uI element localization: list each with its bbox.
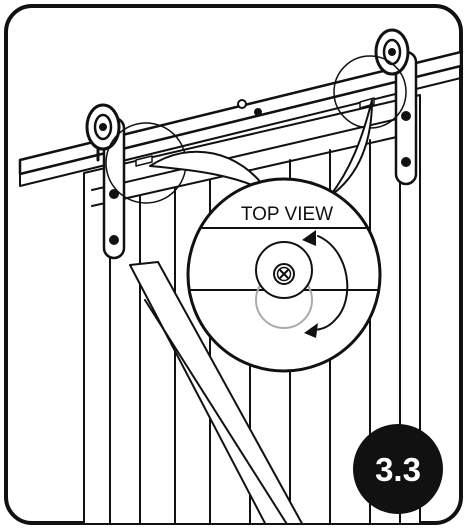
top-view-title: TOP VIEW <box>241 204 333 225</box>
step-badge-label: 3.3 <box>375 451 421 488</box>
adjustment-screw-icon <box>273 263 295 285</box>
right-roller-hanger <box>374 28 418 186</box>
track-rail <box>18 50 461 187</box>
step-badge: 3.3 <box>353 424 443 514</box>
rotation-arrow-icon <box>311 235 349 331</box>
top-view-zoom <box>186 177 382 373</box>
left-roller-hanger <box>85 103 126 260</box>
